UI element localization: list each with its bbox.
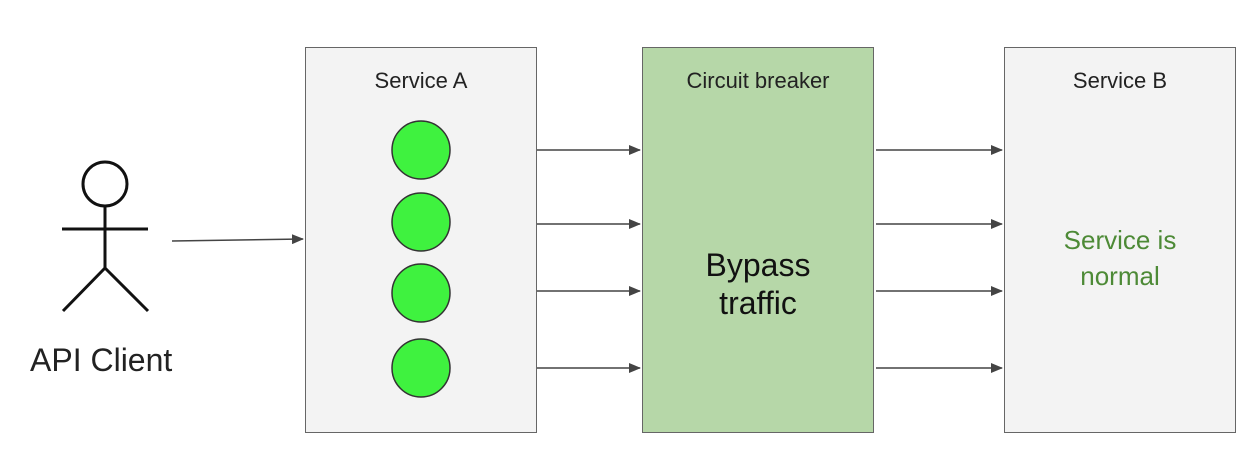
person-icon <box>61 160 150 313</box>
service-b-status-line-2: normal <box>1080 261 1160 291</box>
client-to-service-a-arrow <box>171 234 304 245</box>
circuit-breaker-title: Circuit breaker <box>686 68 830 93</box>
service-b-status-line-1: Service is <box>1063 225 1177 255</box>
service-b-box: Service B Service is normal <box>1004 47 1236 433</box>
api-client-label: API Client <box>30 342 173 378</box>
service-a-title: Service A <box>374 68 468 93</box>
circuit-breaker-status-line-2: traffic <box>719 285 797 321</box>
service-b-status: Service is normal <box>1005 222 1235 294</box>
circuit-breaker-box: Circuit breaker Bypass traffic <box>642 47 874 433</box>
service-a-thread-1 <box>391 120 451 180</box>
circuit-breaker-status-line-1: Bypass <box>705 247 811 283</box>
service-a-thread-3 <box>391 263 451 323</box>
service-b-title: Service B <box>1072 68 1168 93</box>
circuit-breaker-status: Bypass traffic <box>643 246 873 322</box>
service-a-thread-2 <box>391 192 451 252</box>
service-a-thread-4 <box>391 338 451 398</box>
